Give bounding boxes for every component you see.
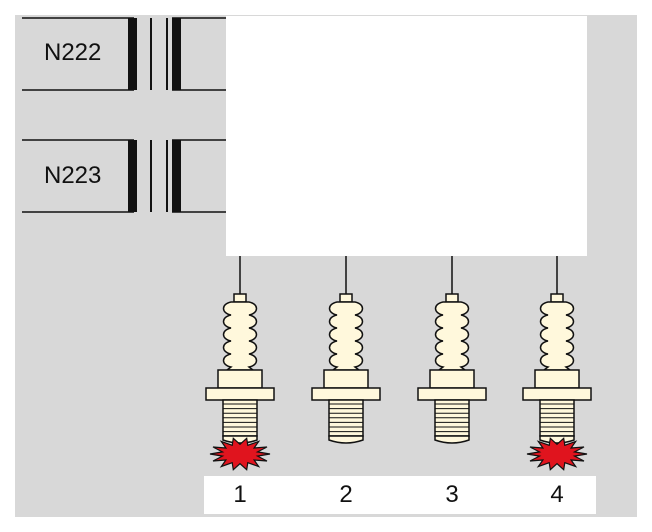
coil-core-line <box>150 18 152 90</box>
coil-core-line <box>166 18 168 90</box>
coil-core-line <box>166 140 168 212</box>
plug-washer <box>205 387 275 401</box>
coil-core-bar <box>172 140 181 212</box>
plug-number-1: 1 <box>233 481 246 508</box>
ignition-coil-n223: N223 <box>22 139 228 213</box>
coil-core-line <box>150 140 152 212</box>
spark-plug-1: 1 <box>205 256 275 508</box>
plug-tip <box>539 435 575 444</box>
plug-terminal <box>339 293 353 303</box>
plug-terminal <box>550 293 564 303</box>
spark-plug-4: 4 <box>522 256 592 508</box>
plug-hex-collar <box>323 369 369 389</box>
ignition-coil-n222: N222 <box>22 17 228 91</box>
plug-insulator <box>222 301 258 371</box>
plug-washer <box>417 387 487 401</box>
plug-number-4: 4 <box>550 481 563 508</box>
coil-core-bar <box>128 18 137 90</box>
spark-plugs: 1 2 3 4 <box>205 256 592 508</box>
plug-number-2: 2 <box>339 481 352 508</box>
wiring-cover-panel <box>226 16 587 256</box>
plug-insulator <box>328 301 364 371</box>
plug-hex-collar <box>429 369 475 389</box>
spark-burst <box>209 437 271 471</box>
coil-core-bar <box>172 18 181 90</box>
plug-insulator <box>434 301 470 371</box>
spark-plug-3: 3 <box>417 256 487 508</box>
coil-label-box <box>22 18 134 90</box>
plug-number-strip <box>204 476 596 514</box>
plug-washer <box>311 387 381 401</box>
plug-terminal <box>445 293 459 303</box>
plug-hex-collar <box>217 369 263 389</box>
plug-tip <box>434 435 470 444</box>
plug-terminal <box>233 293 247 303</box>
coil-label-n222: N222 <box>44 39 101 66</box>
plug-washer <box>522 387 592 401</box>
plug-hex-collar <box>534 369 580 389</box>
plug-tip <box>222 435 258 444</box>
plug-insulator <box>539 301 575 371</box>
plug-tip <box>328 435 364 444</box>
coil-core-bar <box>128 140 137 212</box>
coil-label-n223: N223 <box>44 162 101 189</box>
spark-plug-2: 2 <box>311 256 381 508</box>
spark-burst <box>526 437 588 471</box>
plug-number-3: 3 <box>445 481 458 508</box>
